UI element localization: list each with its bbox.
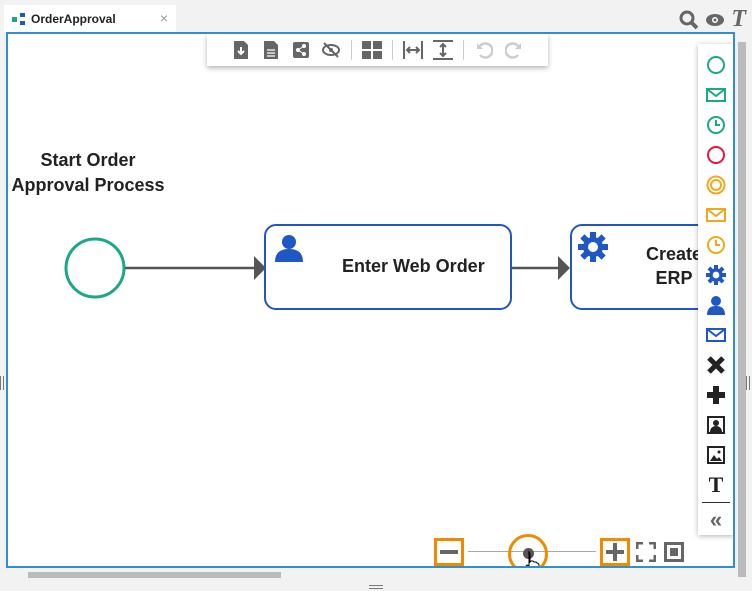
- parallel-gateway-icon[interactable]: [698, 380, 733, 410]
- arrowhead: [558, 256, 570, 280]
- horizontal-scroll-thumb[interactable]: [28, 572, 281, 578]
- hand-cursor-icon: [525, 551, 540, 566]
- start-event[interactable]: [64, 237, 126, 299]
- task-label: Create: [646, 244, 703, 264]
- zoom-out-button[interactable]: [434, 538, 464, 566]
- tab-title: OrderApproval: [31, 11, 116, 26]
- hide-icon[interactable]: [321, 40, 341, 60]
- task-enter-web-order[interactable]: Enter Web Order: [264, 224, 512, 310]
- collapse-palette-button[interactable]: «: [709, 507, 723, 532]
- task-label: Enter Web Order: [342, 256, 485, 276]
- timer-intermediate-icon[interactable]: [698, 230, 733, 260]
- intermediate-event-icon[interactable]: [698, 170, 733, 200]
- tab-orderapproval[interactable]: OrderApproval ×: [4, 5, 176, 32]
- document-icon[interactable]: [261, 40, 281, 60]
- sequence-flows: [64, 237, 570, 299]
- zoom-controls: [434, 534, 684, 566]
- fullscreen-icon[interactable]: [636, 542, 656, 562]
- start-event-label: Start Order Approval Process: [8, 148, 168, 198]
- message-intermediate-icon[interactable]: [698, 200, 733, 230]
- divider: [463, 40, 464, 60]
- fit-to-screen-icon[interactable]: [664, 542, 684, 562]
- zoom-slider[interactable]: [464, 534, 600, 566]
- process-icon: [12, 12, 25, 25]
- label-line: Approval Process: [11, 175, 165, 195]
- layout-icon[interactable]: [362, 40, 382, 60]
- label-line: Start Order: [40, 150, 136, 170]
- eye-icon[interactable]: [705, 13, 725, 27]
- user-task-icon[interactable]: [698, 290, 733, 320]
- right-resize-handle[interactable]: [746, 376, 750, 390]
- fit-height-icon[interactable]: [433, 40, 453, 60]
- end-event-icon[interactable]: [698, 140, 733, 170]
- user-image-icon[interactable]: [698, 410, 733, 440]
- image-icon[interactable]: [698, 440, 733, 470]
- text-style-icon[interactable]: T: [731, 6, 746, 32]
- canvas-toolbar: [207, 34, 548, 66]
- divider: [392, 40, 393, 60]
- message-task-icon[interactable]: [698, 320, 733, 350]
- exclusive-gateway-icon[interactable]: [698, 350, 733, 380]
- zoom-slider-handle[interactable]: [508, 534, 549, 566]
- diagram-canvas[interactable]: Start Order Approval Process Enter Web O…: [6, 32, 735, 568]
- text-icon[interactable]: T: [708, 472, 724, 497]
- undo-icon[interactable]: [474, 40, 494, 60]
- vertical-scroll-thumb[interactable]: [738, 42, 746, 577]
- zoom-in-button[interactable]: [600, 538, 630, 566]
- bottom-resize-handle[interactable]: [369, 585, 383, 589]
- divider: [351, 40, 352, 60]
- gear-icon: [578, 232, 608, 262]
- horizontal-scrollbar[interactable]: [6, 570, 735, 582]
- search-icon[interactable]: [679, 10, 699, 30]
- tab-close-button[interactable]: ×: [159, 10, 168, 26]
- arrowhead: [254, 256, 266, 280]
- task-label: ERP: [655, 268, 693, 288]
- shape-palette: T «: [698, 44, 733, 535]
- fit-width-icon[interactable]: [403, 40, 423, 60]
- user-icon: [275, 235, 303, 262]
- export-icon[interactable]: [231, 40, 251, 60]
- share-icon[interactable]: [291, 40, 311, 60]
- start-event-icon[interactable]: [698, 50, 733, 80]
- left-resize-handle[interactable]: [0, 376, 4, 390]
- message-start-icon[interactable]: [698, 80, 733, 110]
- timer-start-icon[interactable]: [698, 110, 733, 140]
- divider: [702, 502, 730, 503]
- redo-icon[interactable]: [504, 40, 524, 60]
- service-task-icon[interactable]: [698, 260, 733, 290]
- vertical-scrollbar[interactable]: [737, 32, 747, 584]
